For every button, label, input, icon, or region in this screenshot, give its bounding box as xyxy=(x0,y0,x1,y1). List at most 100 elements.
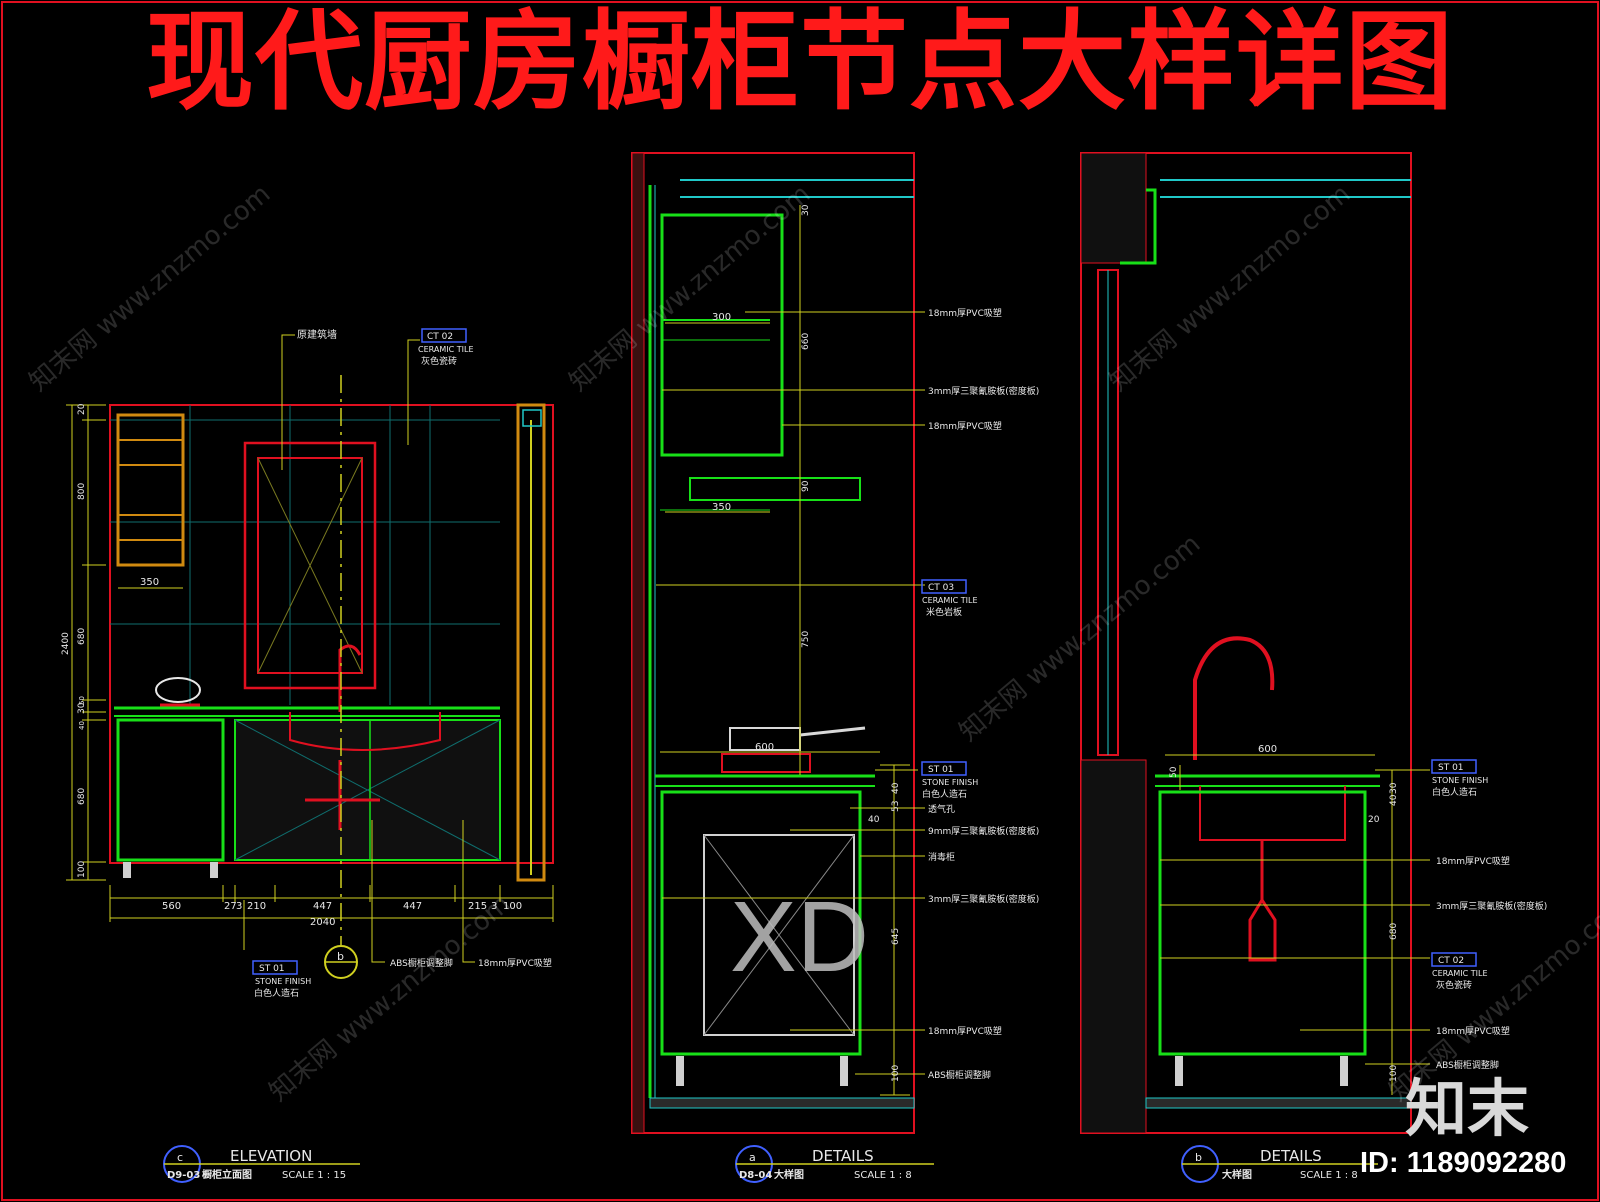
tb-c-heading: ELEVATION xyxy=(230,1147,312,1165)
label-a-5: 消毒柜 xyxy=(928,851,955,863)
abs-label: ABS橱柜调整脚 xyxy=(390,957,453,969)
image-id: ID: 1189092280 xyxy=(1360,1147,1567,1179)
tb-b-cn: 大样图 xyxy=(1222,1168,1252,1181)
st-a-cn: 白色人造石 xyxy=(922,788,967,800)
label-a-2: 18mm厚PVC吸塑 xyxy=(928,421,1002,432)
dim-a-350: 350 xyxy=(712,502,731,513)
xd-stamp: XD xyxy=(730,881,869,993)
dim-h-1: 27 xyxy=(224,901,237,912)
dim-a-645: 645 xyxy=(891,928,901,945)
dim-a-100: 100 xyxy=(891,1065,901,1082)
drawing-title: 现代厨房橱柜节点大样详图 xyxy=(145,0,1454,125)
detail-b-frame xyxy=(1080,152,1412,1134)
dim-a-53: 53 xyxy=(891,801,901,812)
dim-h-6: 215 xyxy=(468,901,487,912)
dim-a-40b: 40 xyxy=(868,815,880,825)
tb-c-sheet: D9-03 xyxy=(167,1170,200,1181)
base-cabinet-b xyxy=(1158,790,1367,1056)
dim-v-5: 50 xyxy=(78,696,86,705)
st-a-name: STONE FINISH xyxy=(922,778,978,787)
dim-b-40: 40 xyxy=(1389,794,1399,806)
dim-a-300: 300 xyxy=(712,312,731,323)
dim-h-2: 3 xyxy=(236,901,242,912)
wall-lower xyxy=(1080,759,1147,1134)
faucet xyxy=(338,644,362,712)
dim-b-680: 680 xyxy=(1389,923,1399,940)
tile-tag: CT 02 xyxy=(427,332,453,342)
stone-tag: ST 01 xyxy=(259,964,285,974)
section-letter: b xyxy=(337,950,344,963)
dim-b-600: 600 xyxy=(1258,744,1277,755)
sink-basin xyxy=(289,712,441,751)
ct-a-name: CERAMIC TILE xyxy=(922,596,978,605)
tb-a-sym: a xyxy=(749,1151,756,1164)
stone-name: STONE FINISH xyxy=(255,977,311,986)
stone-cn: 白色人造石 xyxy=(254,987,299,999)
window xyxy=(243,441,377,690)
wall-label: 原建筑墙 xyxy=(297,328,337,341)
tall-panel xyxy=(516,403,546,882)
dim-a-40: 40 xyxy=(891,782,901,794)
tile-name: CERAMIC TILE xyxy=(418,345,474,354)
tb-a-sheet: D8-04 xyxy=(739,1170,772,1181)
st-b-cn: 白色人造石 xyxy=(1432,786,1477,798)
dim-total-w: 2040 xyxy=(310,917,335,928)
label-a-6: 3mm厚三聚氰胺板(密度板) xyxy=(928,893,1039,905)
dim-v-0: 20 xyxy=(77,403,87,415)
tb-c-sym: c xyxy=(177,1151,183,1164)
tile-cn: 灰色瓷砖 xyxy=(421,355,457,367)
faucet-b xyxy=(1193,636,1275,760)
ct-a-tag: CT 03 xyxy=(928,583,954,593)
tb-c-scale: SCALE 1 : 15 xyxy=(282,1170,346,1181)
dim-h-3: 210 xyxy=(247,901,266,912)
tb-a-cn: 大样图 xyxy=(774,1168,804,1181)
ct-a-cn: 米色岩板 xyxy=(926,606,962,618)
tb-b-scale: SCALE 1 : 8 xyxy=(1300,1170,1358,1181)
st-b-tag: ST 01 xyxy=(1438,763,1464,773)
label-b-1: 3mm厚三聚氰胺板(密度板) xyxy=(1436,900,1547,912)
ct-b-tag: CT 02 xyxy=(1438,956,1464,966)
title-block-b: b DETAILS 大样图 SCALE 1 : 8 xyxy=(1181,1145,1378,1183)
disinfection-cabinet xyxy=(703,834,855,1036)
dim-v-6: 680 xyxy=(77,788,87,805)
st-a-tag: ST 01 xyxy=(928,765,954,775)
label-b-3: ABS橱柜调整脚 xyxy=(1436,1059,1499,1071)
dim-h-0: 560 xyxy=(162,901,181,912)
tb-a-scale: SCALE 1 : 8 xyxy=(854,1170,912,1181)
dim-b-100: 100 xyxy=(1389,1065,1399,1082)
brand-logo: 知末 xyxy=(1405,1072,1530,1145)
label-a-0: 18mm厚PVC吸塑 xyxy=(928,308,1002,319)
sink-b xyxy=(1199,786,1346,841)
dim-v-2: 680 xyxy=(77,628,87,645)
dim-v-1: 800 xyxy=(77,483,87,500)
label-a-7: 18mm厚PVC吸塑 xyxy=(928,1026,1002,1037)
dim-h-4: 447 xyxy=(313,901,332,912)
label-b-0: 18mm厚PVC吸塑 xyxy=(1436,856,1510,867)
tb-b-sym: b xyxy=(1195,1151,1202,1164)
gas-burner xyxy=(721,753,811,773)
tb-c-cn: 橱柜立面图 xyxy=(202,1168,252,1181)
dim-h-8: 100 xyxy=(503,901,522,912)
elevation-outline xyxy=(109,404,554,864)
dim-b-30: 30 xyxy=(1389,782,1399,794)
label-a-4: 9mm厚三聚氰胺板(密度板) xyxy=(928,825,1039,837)
pvc-label: 18mm厚PVC吸塑 xyxy=(478,958,552,969)
st-b-name: STONE FINISH xyxy=(1432,776,1488,785)
pot xyxy=(155,677,201,703)
drain-trap xyxy=(1248,840,1277,962)
label-a-8: ABS橱柜调整脚 xyxy=(928,1069,991,1081)
upper-cabinet xyxy=(116,413,185,567)
dim-a-90: 90 xyxy=(801,480,811,492)
range-hood xyxy=(689,477,861,501)
dim-v-4: 40 xyxy=(78,721,86,730)
upper-cabinet-a xyxy=(660,213,784,457)
detail-b-view: 600 50 30 40 20 680 100 18mm厚PVC吸塑 3mm厚三… xyxy=(1080,152,1547,1134)
base-cabinet-left xyxy=(116,718,225,862)
tb-b-heading: DETAILS xyxy=(1260,1147,1322,1165)
dim-b-50: 50 xyxy=(1169,766,1179,778)
title-block-c: c D9-03 ELEVATION 橱柜立面图 SCALE 1 : 15 xyxy=(163,1145,360,1183)
dim-v-7: 100 xyxy=(77,861,87,878)
base-cabinet-a xyxy=(660,790,862,1056)
dim-b-20: 20 xyxy=(1368,815,1380,825)
